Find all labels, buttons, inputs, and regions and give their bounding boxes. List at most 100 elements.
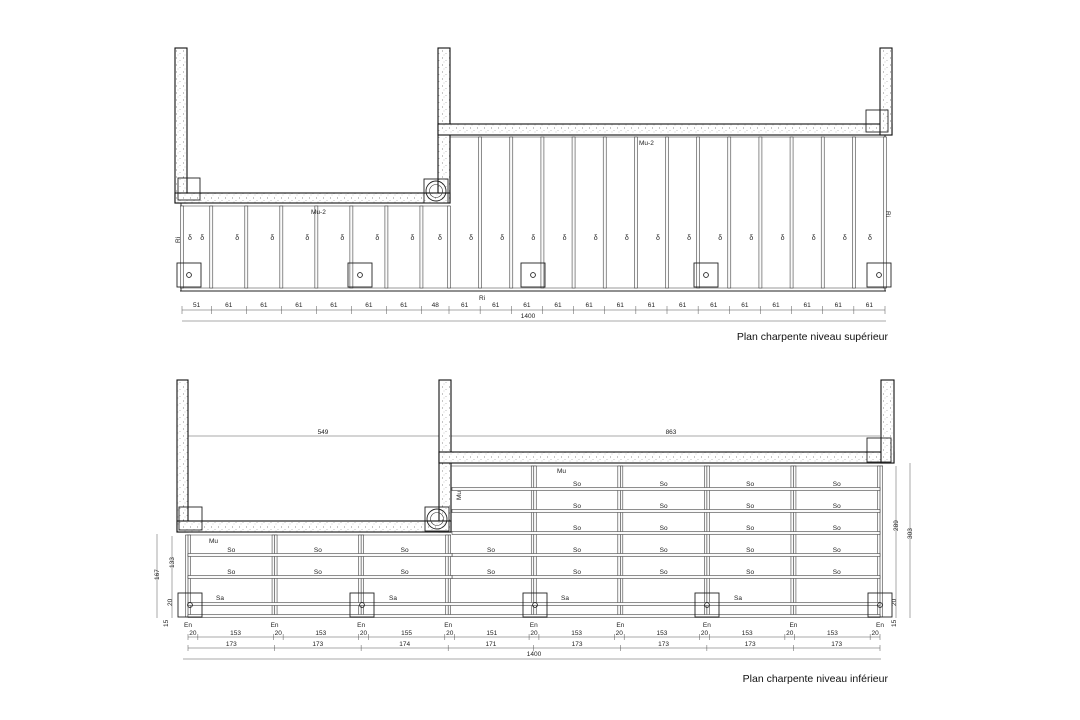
upper-joist-mark: δ	[718, 235, 722, 242]
lower-bay-dim: 171	[486, 641, 497, 648]
lower-end-label: En	[789, 622, 797, 629]
upper-footing	[866, 262, 892, 288]
upper-joist-mark: δ	[843, 235, 847, 242]
lower-bottom-plate	[187, 614, 881, 618]
lower-sub-dim: 153	[230, 630, 241, 637]
upper-joist	[758, 136, 763, 289]
upper-joist	[180, 205, 184, 289]
upper-spacing-dim: 61	[554, 302, 562, 309]
lower-joist-row	[187, 575, 453, 579]
lower-sub-dim: 153	[315, 630, 326, 637]
upper-total-dim: 1400	[521, 313, 536, 320]
lower-plan-caption: Plan charpente niveau inférieur	[743, 673, 889, 685]
upper-joist-mark: δ	[235, 235, 239, 242]
upper-joist-mark: δ	[656, 235, 660, 242]
lower-left-horizontal-wall	[176, 520, 452, 533]
upper-joist	[789, 136, 794, 289]
upper-spacing-dim: 61	[461, 302, 469, 309]
lower-bay-dim: 173	[831, 641, 842, 648]
right-dim-20: 20	[891, 598, 898, 606]
lower-footing	[694, 592, 720, 618]
upper-spacing-dim: 61	[400, 302, 408, 309]
upper-wall-label-right: Mu-2	[639, 140, 654, 147]
lower-sill-label: Sa	[734, 595, 742, 602]
lower-joist-label: So	[487, 569, 495, 576]
upper-joist	[665, 136, 669, 289]
right-dim-303: 303	[907, 528, 914, 539]
lower-top-dim-left: 549	[318, 429, 329, 436]
upper-spacing-dim: 61	[365, 302, 373, 309]
lower-joist-label: So	[660, 525, 668, 532]
upper-left-horizontal-wall	[174, 192, 451, 204]
lower-joist-label: So	[314, 569, 322, 576]
upper-spacing-dim: 61	[260, 302, 268, 309]
left-dim-167: 167	[154, 569, 161, 580]
upper-rim-label-left: Ri	[175, 237, 182, 243]
lower-joist-label: So	[660, 503, 668, 510]
upper-joist-mark: δ	[188, 235, 192, 242]
lower-end-label: En	[616, 622, 624, 629]
upper-footing	[347, 262, 373, 288]
lower-corner-square-left	[178, 506, 203, 531]
lower-sub-dim: 20	[189, 630, 197, 637]
lower-wall-label-left: Mu	[209, 538, 218, 545]
lower-footing-anchor	[359, 602, 365, 608]
lower-sub-dim: 153	[827, 630, 838, 637]
lower-sub-dim: 20	[275, 630, 283, 637]
upper-footing	[693, 262, 719, 288]
lower-wall-label-vertical: Mu	[456, 491, 463, 500]
upper-joist	[571, 136, 576, 289]
lower-joist-label: So	[833, 481, 841, 488]
lower-joist-row	[187, 553, 453, 557]
upper-spacing-dim: 61	[772, 302, 780, 309]
upper-left-vertical-wall	[174, 47, 188, 204]
lower-end-label: En	[876, 622, 884, 629]
lower-sub-dim: 153	[742, 630, 753, 637]
lower-footing-anchor	[532, 602, 538, 608]
lower-bay-dim: 173	[226, 641, 237, 648]
lower-joist-label: So	[573, 525, 581, 532]
upper-joist-mark: δ	[340, 235, 344, 242]
lower-joist-label: So	[746, 547, 754, 554]
upper-joist-mark: δ	[563, 235, 567, 242]
upper-footing-anchor	[876, 272, 882, 278]
lower-joist-label: So	[660, 481, 668, 488]
lower-joist-label: So	[660, 569, 668, 576]
lower-footing	[522, 592, 548, 618]
lower-end-label: En	[271, 622, 279, 629]
upper-joist	[349, 205, 354, 289]
lower-column-circle	[426, 508, 448, 530]
upper-right-horizontal-wall	[437, 123, 893, 136]
upper-joist	[820, 136, 825, 289]
upper-joist	[634, 136, 638, 289]
upper-spacing-dim: 48	[432, 302, 440, 309]
upper-spacing-dim: 61	[866, 302, 874, 309]
upper-joist	[883, 136, 887, 289]
upper-footing-anchor	[186, 272, 192, 278]
lower-bay-dim: 174	[399, 641, 410, 648]
lower-joist-row	[451, 509, 881, 513]
lower-column-inner-circle	[430, 512, 444, 526]
lower-sub-dim: 20	[360, 630, 368, 637]
upper-plan-caption: Plan charpente niveau supérieur	[737, 331, 889, 343]
upper-footing-anchor	[530, 272, 536, 278]
lower-joist-label: So	[833, 503, 841, 510]
upper-spacing-dim: 61	[617, 302, 625, 309]
upper-joist	[384, 205, 389, 289]
upper-spacing-dim: 61	[679, 302, 687, 309]
upper-joist	[602, 136, 607, 289]
lower-joist-label: So	[227, 547, 235, 554]
lower-sub-dim: 20	[446, 630, 454, 637]
upper-footing	[176, 262, 202, 288]
lower-right-dims: 303 289 20 15	[891, 463, 914, 627]
upper-joist	[540, 136, 545, 289]
lower-bay-dim: 173	[658, 641, 669, 648]
lower-joist-label: So	[573, 547, 581, 554]
lower-sub-dim: 20	[701, 630, 709, 637]
upper-spacing-dim: 61	[523, 302, 531, 309]
upper-joist-mark: δ	[812, 235, 816, 242]
lower-joist-label: So	[314, 547, 322, 554]
